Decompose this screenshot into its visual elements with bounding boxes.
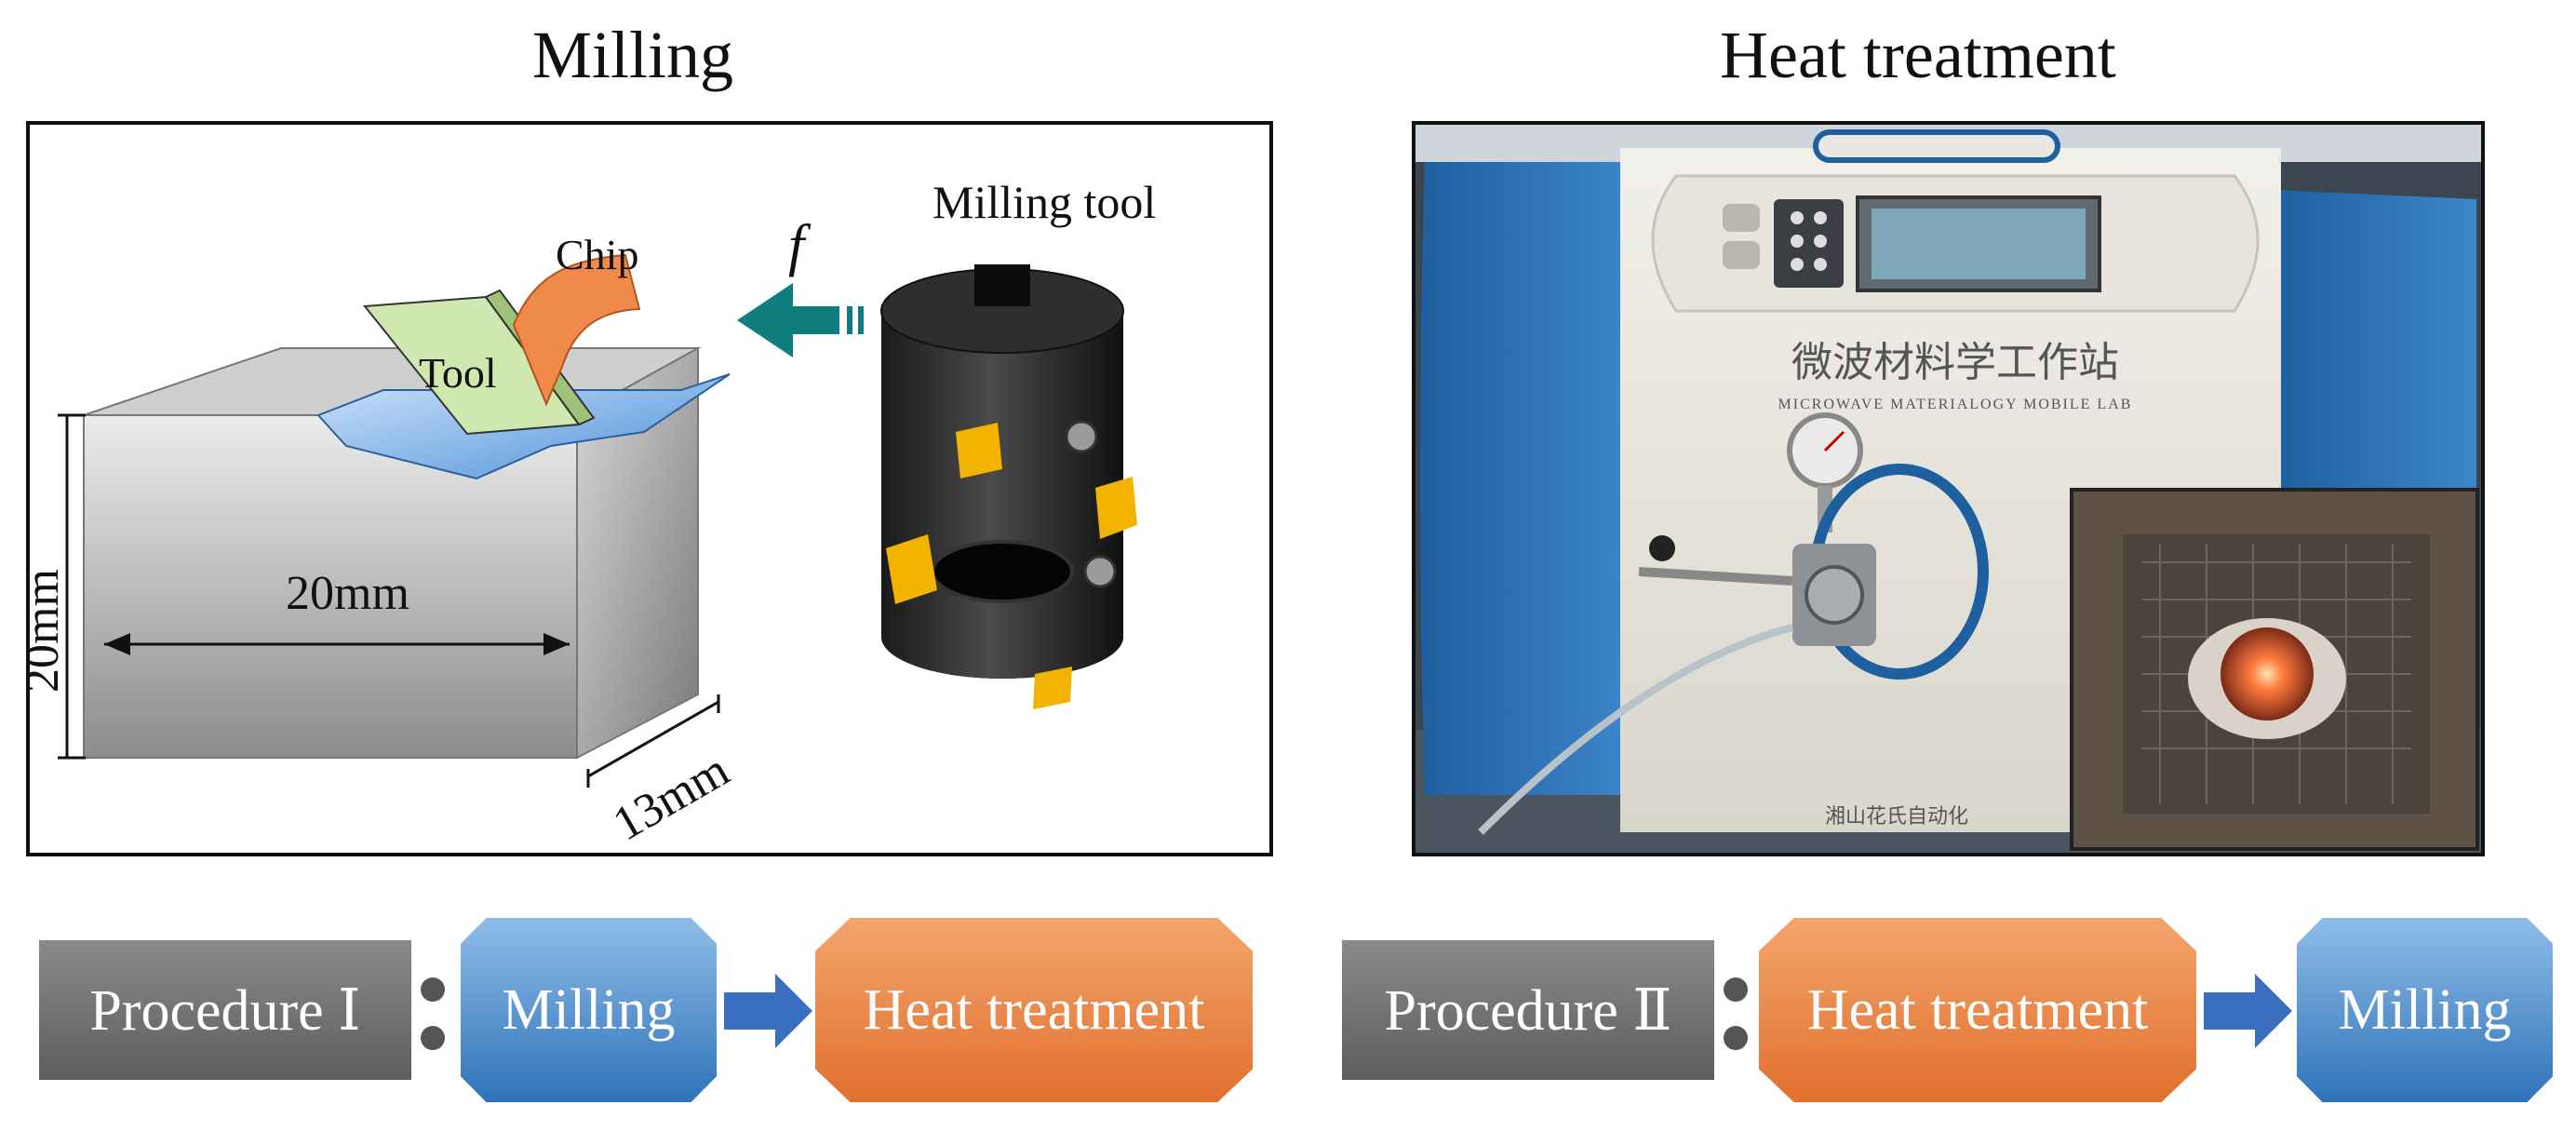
cutter-insert: [956, 423, 1002, 478]
milling-tool-label: Milling tool: [932, 176, 1156, 228]
tool-label: Tool: [419, 349, 497, 397]
procedure-1-arrow: [724, 974, 812, 1048]
chip-label: Chip: [556, 231, 638, 278]
cutter-insert: [1033, 667, 1072, 709]
cutter-insert: [886, 534, 937, 604]
device-brand-cn: 微波材料学工作站: [1791, 340, 2119, 385]
milling-title: Milling: [532, 18, 734, 92]
milling-diagram-panel: Tool Chip f Milling tool: [26, 121, 1273, 856]
microwave-device-illustration: 微波材料学工作站 MICROWAVE MATERIALOGY MOBILE LA…: [1415, 125, 2481, 853]
procedure-2-colon: [1722, 977, 1750, 1074]
width-dimension: 20mm: [286, 567, 409, 620]
procedure-2-step-milling: Milling: [2297, 918, 2553, 1102]
procedure-1-step-heat-treatment: Heat treatment: [815, 918, 1253, 1102]
dimension-lines: [58, 413, 720, 788]
procedure-1-label: Procedure Ⅰ: [39, 940, 411, 1080]
procedure-1-step-milling: Milling: [461, 918, 717, 1102]
procedure-2-step-heat-treatment: Heat treatment: [1759, 918, 2196, 1102]
procedure-2-label: Procedure Ⅱ: [1342, 940, 1714, 1080]
furnace-chamber-inset: [2070, 488, 2479, 851]
chip-shape: [512, 253, 641, 407]
procedure-2-arrow: [2204, 974, 2292, 1048]
device-footer-cn: 湘山花氏自动化: [1825, 804, 1968, 828]
cutter-insert: [1095, 477, 1137, 539]
height-dimension: 20mm: [30, 569, 69, 693]
heat-treatment-title: Heat treatment: [1720, 18, 2116, 92]
feed-symbol: f: [788, 214, 812, 277]
device-brand-en: MICROWAVE MATERIALOGY MOBILE LAB: [1778, 397, 2133, 412]
milling-schematic: Tool Chip f Milling tool: [30, 176, 1156, 852]
procedure-1-colon: [419, 977, 447, 1074]
feed-direction-arrow: [737, 283, 864, 357]
workpiece-block: [83, 346, 731, 760]
depth-dimension: 13mm: [605, 744, 739, 852]
milling-cutter: [880, 264, 1137, 709]
heat-treatment-photo: 微波材料学工作站 MICROWAVE MATERIALOGY MOBILE LA…: [1412, 121, 2485, 856]
